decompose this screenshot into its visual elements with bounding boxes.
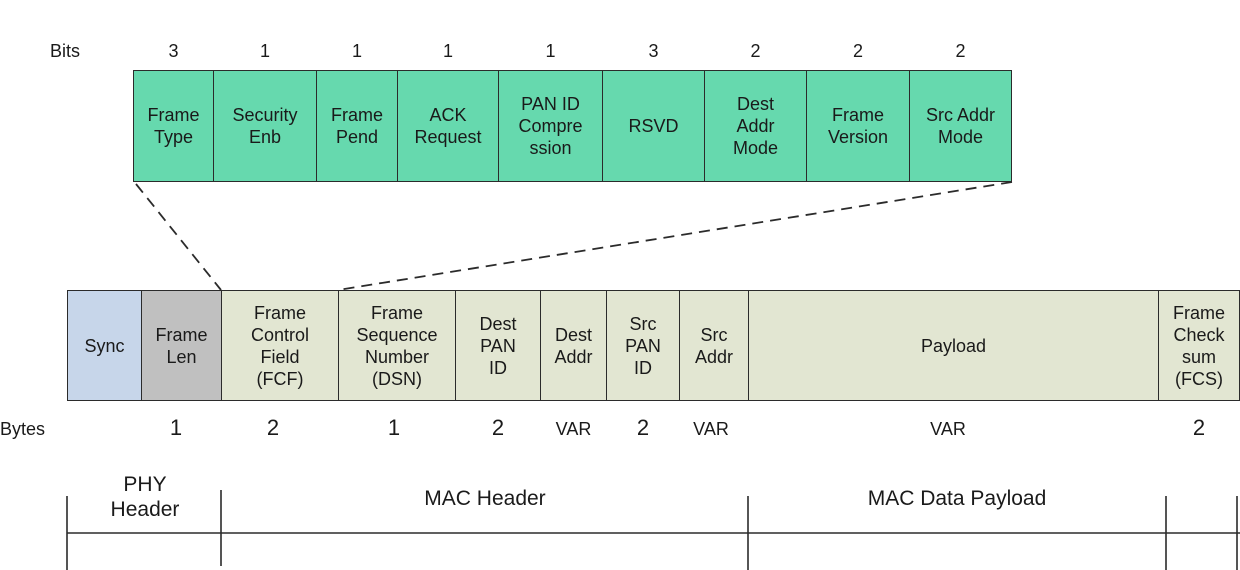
fcf-field-pan-id-compression: PAN ID Compre ssion [498, 70, 603, 182]
fcf-field-security-enb: Security Enb [213, 70, 317, 182]
frame-field-dest-addr: Dest Addr [540, 290, 607, 401]
bits-count-frame-version: 2 [852, 41, 863, 61]
frame-field-src-addr: Src Addr [679, 290, 749, 401]
fcf-field-frame-pend: Frame Pend [316, 70, 398, 182]
frame-field-payload: Payload [748, 290, 1159, 401]
frame-field-frame-len: Frame Len [141, 290, 222, 401]
frame-field-dsn: Frame Sequence Number (DSN) [338, 290, 456, 401]
frame-field-fcf: Frame Control Field (FCF) [221, 290, 339, 401]
bytes-count-dest-pan-id: 2 [491, 415, 505, 440]
region-phy-header: PHY Header [110, 473, 180, 521]
bits-count-frame-pend: 1 [351, 41, 362, 61]
fcf-field-frame-version: Frame Version [806, 70, 910, 182]
fcf-field-src-addr-mode: Src Addr Mode [909, 70, 1012, 182]
zoom-line-right [337, 181, 1013, 291]
bytes-count-frame-len: 1 [169, 415, 183, 440]
bytes-label: Bytes [0, 419, 46, 439]
bytes-count-src-pan-id: 2 [636, 415, 650, 440]
bits-count-ack-request: 1 [442, 41, 453, 61]
bytes-count-dsn: 1 [387, 415, 401, 440]
bits-count-dest-addr-mode: 2 [750, 41, 761, 61]
bytes-count-fcs: 2 [1192, 415, 1206, 440]
bits-count-frame-type: 3 [168, 41, 179, 61]
bits-count-security-enb: 1 [259, 41, 270, 61]
fcf-field-rsvd: RSVD [602, 70, 705, 182]
bits-count-rsvd: 3 [648, 41, 659, 61]
frame-field-src-pan-id: Src PAN ID [606, 290, 680, 401]
bytes-count-payload: VAR [930, 419, 966, 439]
zoom-line-left [135, 183, 222, 291]
bits-label: Bits [50, 41, 81, 61]
bytes-count-dest-addr: VAR [555, 419, 592, 439]
bits-count-src-addr-mode: 2 [955, 41, 966, 61]
region-mac-data-payload: MAC Data Payload [867, 487, 1047, 510]
fcf-field-frame-type: Frame Type [133, 70, 214, 182]
fcf-field-dest-addr-mode: Dest Addr Mode [704, 70, 807, 182]
frame-field-fcs: Frame Check sum (FCS) [1158, 290, 1240, 401]
fcf-field-ack-request: ACK Request [397, 70, 499, 182]
bits-count-pan-id-compression: 1 [545, 41, 556, 61]
bytes-count-src-addr: VAR [693, 419, 729, 439]
frame-field-sync: Sync [67, 290, 142, 401]
region-mac-header: MAC Header [424, 487, 546, 510]
bytes-count-fcf: 2 [266, 415, 280, 440]
